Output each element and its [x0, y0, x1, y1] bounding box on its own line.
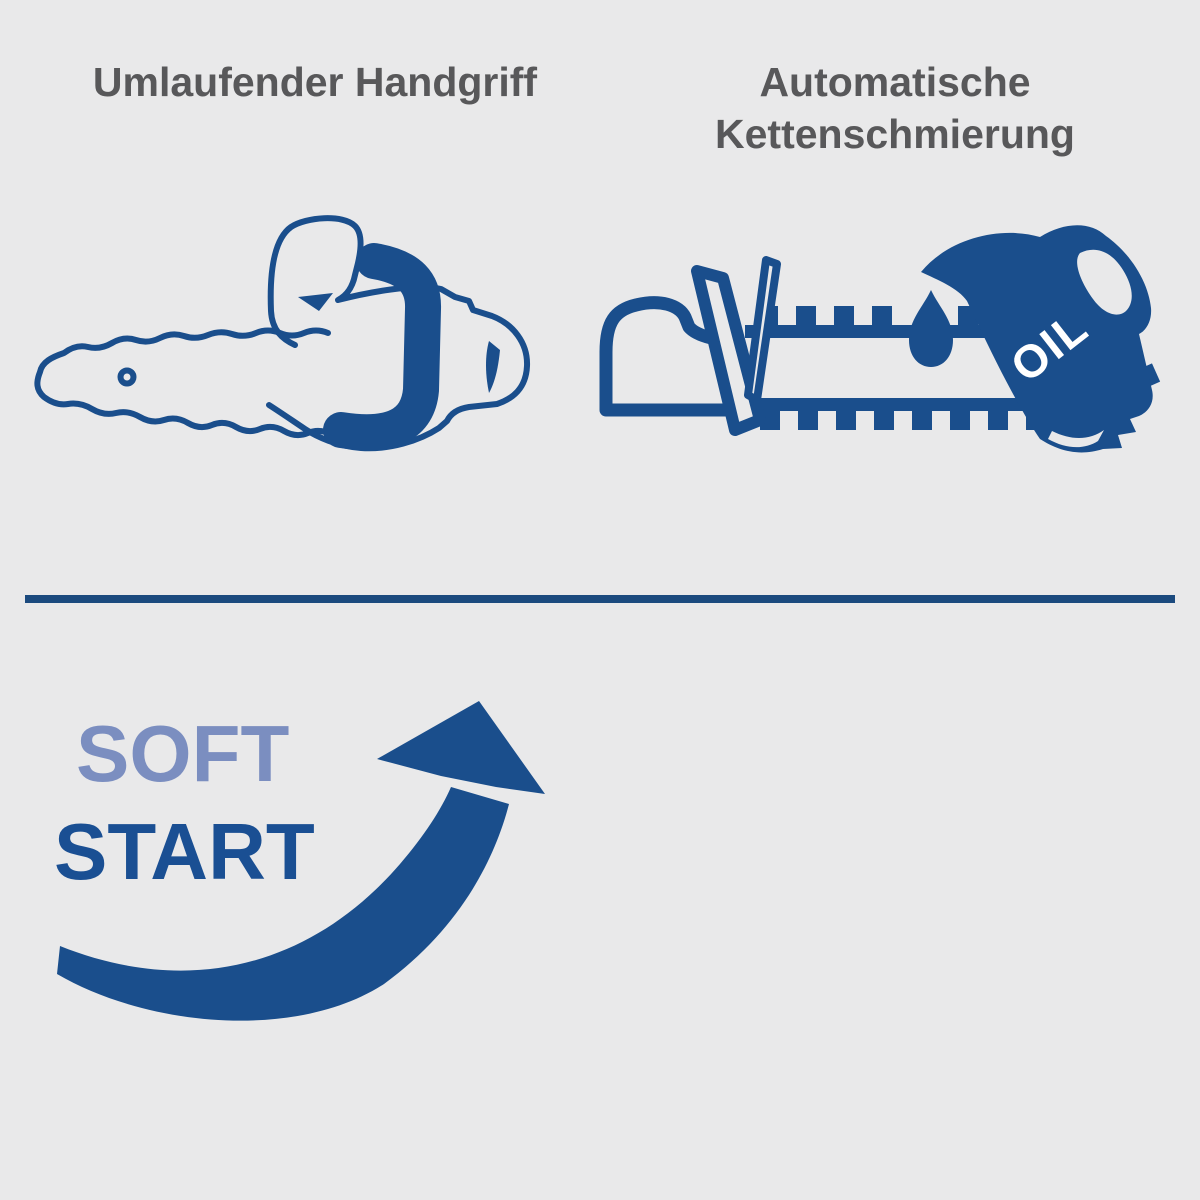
soft-start-word-soft: SOFT — [76, 709, 290, 798]
brake-lever — [744, 256, 781, 404]
feature-title-oiler-line1: Automatische — [759, 59, 1031, 105]
arrow-head — [377, 701, 545, 794]
hand-guard — [691, 265, 766, 436]
section-divider — [25, 595, 1175, 603]
feature-title-oiler: Automatische Kettenschmierung — [610, 56, 1180, 160]
chainsaw-bar-oil-can-icon: OIL — [599, 225, 1161, 453]
bar-nose-hole — [117, 367, 137, 387]
chain-teeth — [745, 306, 1161, 430]
oil-can-highlight — [1048, 430, 1104, 448]
body-vent — [298, 293, 333, 311]
feature-title-handle: Umlaufender Handgriff — [92, 59, 538, 105]
oil-can-handle-hole — [1077, 249, 1132, 315]
curved-rising-arrow-icon — [57, 701, 545, 1021]
wrap-around-handle — [323, 243, 441, 451]
feature-title-oiler-line2: Kettenschmierung — [715, 111, 1075, 157]
oil-drop — [909, 290, 953, 367]
rear-grip-slot — [486, 341, 500, 393]
arrow-shaft — [57, 787, 509, 1021]
soft-start-word-start: START — [54, 807, 315, 896]
chainsaw-wrap-around-handle-icon — [34, 215, 531, 452]
